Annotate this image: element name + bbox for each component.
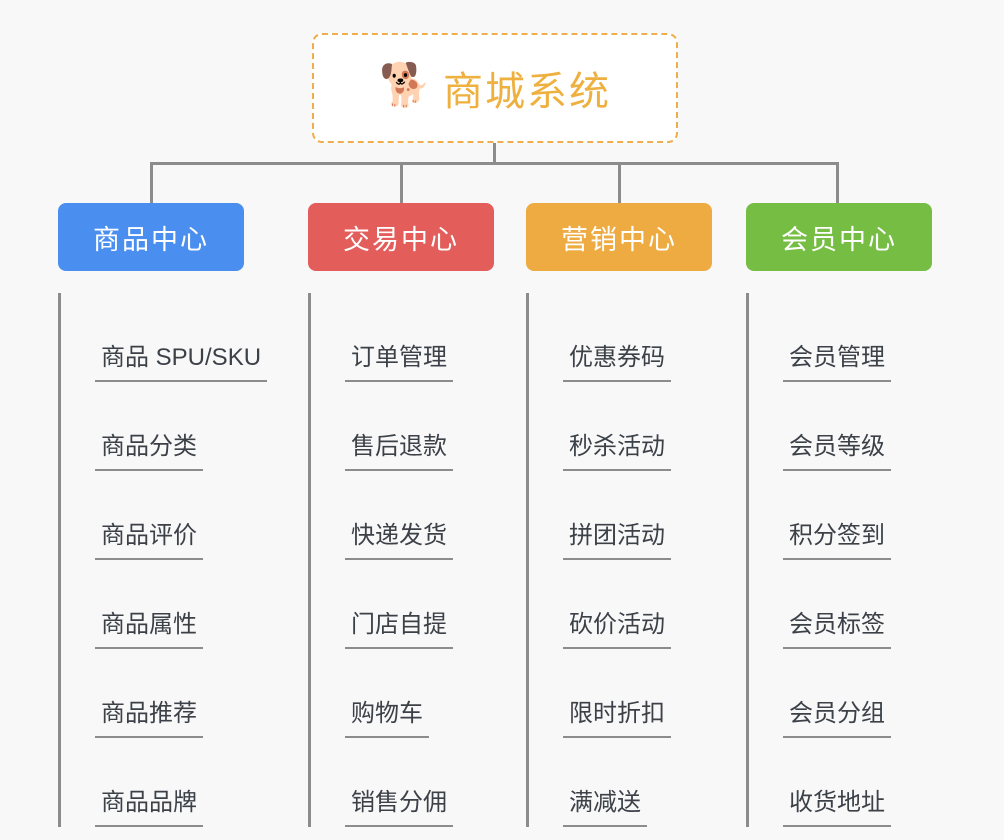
branch-title: 会员中心 [781,224,897,255]
leaf-item[interactable]: 会员分组 [765,649,932,738]
leaf-label: 商品分类 [95,433,203,471]
branch-header-marketing-center[interactable]: 营销中心 [526,203,712,271]
leaf-label: 会员等级 [783,433,891,471]
branch-header-member-center[interactable]: 会员中心 [746,203,932,271]
root-node[interactable]: 🐕 商城系统 [312,33,678,143]
leaf-item[interactable]: 商品分类 [77,382,244,471]
leaf-label: 销售分佣 [345,789,453,827]
leaf-label: 商品品牌 [95,789,203,827]
leaf-item[interactable]: 商品 SPU/SKU [77,293,268,382]
leaf-label: 商品属性 [95,611,203,649]
leaf-label: 优惠券码 [563,344,671,382]
leaf-label: 门店自提 [345,611,453,649]
leaf-item[interactable]: 砍价活动 [545,560,712,649]
leaf-item[interactable]: 满减送 [545,738,712,827]
leaf-label: 砍价活动 [563,611,671,649]
branch-title: 商品中心 [93,224,209,255]
leaf-label: 积分签到 [783,522,891,560]
leaf-list-member-center: 会员管理 会员等级 积分签到 会员标签 会员分组 收货地址 [746,293,932,827]
branch-title: 营销中心 [561,224,677,255]
branch-column-member-center: 会员中心 会员管理 会员等级 积分签到 会员标签 会员分组 收货地址 [746,203,932,827]
leaf-list-product-center: 商品 SPU/SKU 商品分类 商品评价 商品属性 商品推荐 商品品牌 [58,293,268,827]
branch-column-product-center: 商品中心 商品 SPU/SKU 商品分类 商品评价 商品属性 商品推荐 商品品牌 [58,203,268,827]
leaf-item[interactable]: 会员等级 [765,382,932,471]
leaf-item[interactable]: 秒杀活动 [545,382,712,471]
connector-drop-branch-2 [618,162,621,206]
leaf-label: 收货地址 [783,789,891,827]
leaf-item[interactable]: 快递发货 [327,471,494,560]
leaf-label: 会员管理 [783,344,891,382]
leaf-label: 会员标签 [783,611,891,649]
leaf-item[interactable]: 商品品牌 [77,738,244,827]
connector-root-stem [493,143,496,165]
connector-drop-branch-0 [150,162,153,206]
leaf-list-marketing-center: 优惠券码 秒杀活动 拼团活动 砍价活动 限时折扣 满减送 [526,293,712,827]
leaf-label: 购物车 [345,700,429,738]
connector-drop-branch-1 [400,162,403,206]
leaf-label: 秒杀活动 [563,433,671,471]
leaf-item[interactable]: 商品推荐 [77,649,244,738]
leaf-item[interactable]: 订单管理 [327,293,494,382]
leaf-item[interactable]: 门店自提 [327,560,494,649]
branch-header-product-center[interactable]: 商品中心 [58,203,244,271]
leaf-item[interactable]: 购物车 [327,649,494,738]
root-title: 商城系统 [443,70,611,114]
leaf-item[interactable]: 收货地址 [765,738,932,827]
leaf-item[interactable]: 限时折扣 [545,649,712,738]
leaf-label: 会员分组 [783,700,891,738]
leaf-label: 订单管理 [345,344,453,382]
leaf-item[interactable]: 积分签到 [765,471,932,560]
connector-horizontal-bus [150,162,839,165]
shiba-inu-dog-face-icon: 🐕 [379,61,432,108]
branch-header-trade-center[interactable]: 交易中心 [308,203,494,271]
branch-column-trade-center: 交易中心 订单管理 售后退款 快递发货 门店自提 购物车 销售分佣 [308,203,494,827]
leaf-item[interactable]: 销售分佣 [327,738,494,827]
leaf-label: 拼团活动 [563,522,671,560]
leaf-item[interactable]: 会员管理 [765,293,932,382]
leaf-item[interactable]: 商品评价 [77,471,244,560]
leaf-label: 售后退款 [345,433,453,471]
branch-column-marketing-center: 营销中心 优惠券码 秒杀活动 拼团活动 砍价活动 限时折扣 满减送 [526,203,712,827]
branch-title: 交易中心 [343,224,459,255]
leaf-item[interactable]: 售后退款 [327,382,494,471]
leaf-item[interactable]: 会员标签 [765,560,932,649]
leaf-item[interactable]: 拼团活动 [545,471,712,560]
leaf-label: 满减送 [563,789,647,827]
leaf-label: 快递发货 [345,522,453,560]
leaf-item[interactable]: 商品属性 [77,560,244,649]
leaf-item[interactable]: 优惠券码 [545,293,712,382]
leaf-list-trade-center: 订单管理 售后退款 快递发货 门店自提 购物车 销售分佣 [308,293,494,827]
leaf-label: 商品 SPU/SKU [95,344,268,382]
leaf-label: 商品推荐 [95,700,203,738]
connector-drop-branch-3 [836,162,839,206]
leaf-label: 商品评价 [95,522,203,560]
leaf-label: 限时折扣 [563,700,671,738]
